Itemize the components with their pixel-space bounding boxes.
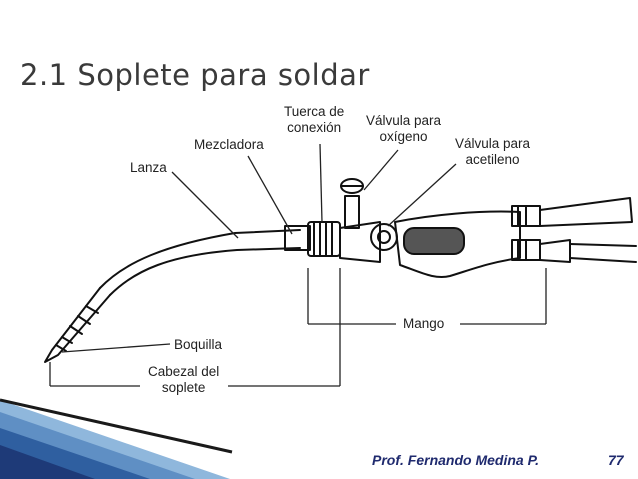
leader-lines	[49, 143, 547, 387]
label-cabezal: Cabezal del soplete	[148, 364, 219, 396]
label-tuerca: Tuerca de conexión	[284, 104, 344, 136]
label-valvula-oxigeno-line1: Válvula para	[366, 113, 442, 128]
label-valvula-acetileno: Válvula para acetileno	[455, 136, 530, 168]
label-mezcladora: Mezcladora	[194, 137, 264, 152]
label-tuerca-line2: conexión	[287, 120, 342, 135]
label-valvula-oxigeno: Válvula para oxígeno	[366, 113, 441, 145]
label-valvula-acetileno-line1: Válvula para	[455, 136, 531, 151]
label-cabezal-line1: Cabezal del	[148, 364, 220, 379]
footer-author: Prof. Fernando Medina P.	[372, 452, 539, 468]
label-boquilla: Boquilla	[174, 337, 223, 352]
label-valvula-oxigeno-line2: oxígeno	[379, 129, 428, 144]
label-valvula-acetileno-line2: acetileno	[465, 152, 520, 167]
slide-title: 2.1 Soplete para soldar	[20, 58, 370, 92]
label-tuerca-line1: Tuerca de	[284, 104, 345, 119]
page-number: 77	[608, 452, 624, 468]
label-cabezal-line2: soplete	[161, 380, 206, 395]
label-mango: Mango	[403, 316, 445, 331]
welding-torch	[44, 178, 637, 363]
corner-decoration	[0, 398, 233, 479]
label-lanza: Lanza	[130, 160, 167, 175]
